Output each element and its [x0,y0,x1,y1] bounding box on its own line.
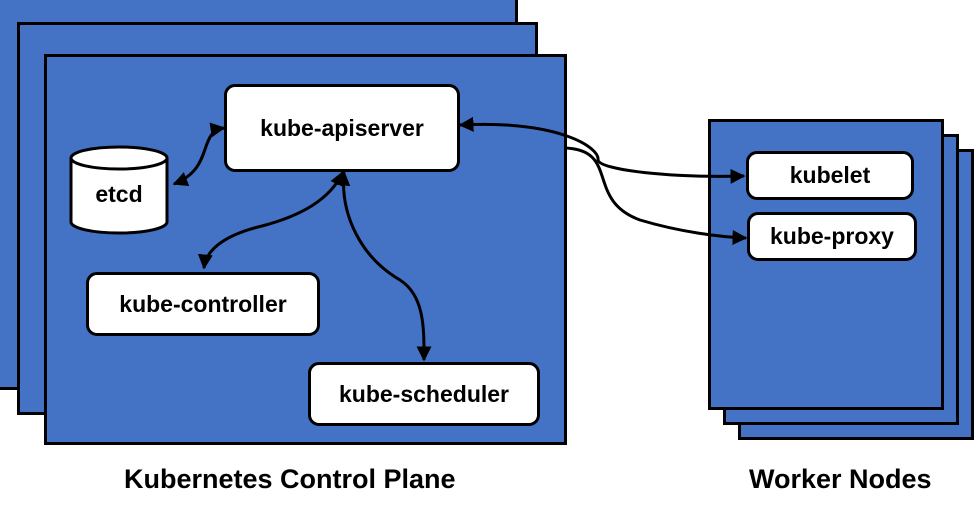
arrow-apiserver-kubelet [458,116,746,184]
control-plane-caption: Kubernetes Control Plane [124,464,456,494]
arrow-apiserver-proxy [564,146,748,245]
worker-nodes-caption: Worker Nodes [749,464,932,494]
kube-scheduler-box: kube-scheduler [308,362,540,426]
etcd-label: etcd [95,181,143,207]
kube-proxy-box: kube-proxy [747,212,917,261]
arrow-apiserver-etcd [172,122,226,187]
kube-controller-box: kube-controller [86,272,320,336]
kube-apiserver-box: kube-apiserver [224,84,460,172]
arrow-apiserver-scheduler [335,170,432,362]
kubelet-box: kubelet [746,151,914,200]
arrow-apiserver-controller [197,170,345,270]
